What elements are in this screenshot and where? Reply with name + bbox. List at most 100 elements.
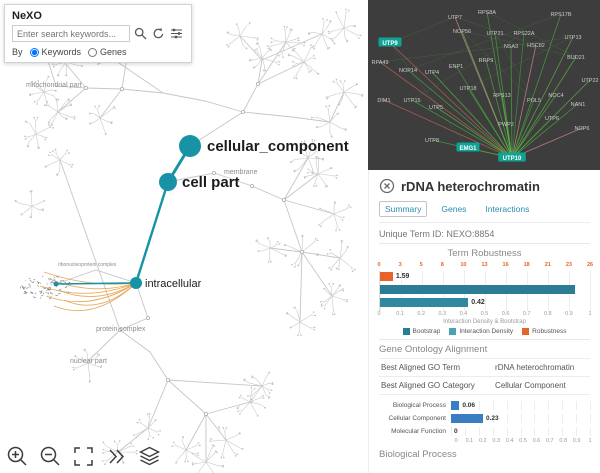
- tree-label: protein complex: [96, 326, 146, 333]
- tree-node-cell-part[interactable]: [159, 173, 177, 191]
- gene-label-RPS22A[interactable]: RPS22A: [513, 31, 534, 37]
- search-panel: NeXO By Keywords Genes: [4, 4, 192, 63]
- gene-label-NOP56[interactable]: NOP56: [453, 29, 471, 35]
- network-nodes: UTP7 RPS8A RPS17B UTP13 RPS22A UTP21 NOP56UTP9…: [371, 10, 598, 162]
- tree-node-intracellular[interactable]: [130, 277, 142, 289]
- gene-node-UTP9[interactable]: [378, 37, 402, 47]
- gene-label-NAN1[interactable]: NAN1: [571, 102, 586, 108]
- gene-label-EMG1[interactable]: EMG1: [459, 146, 477, 152]
- tree-label[interactable]: cell part: [182, 174, 240, 191]
- close-icon[interactable]: [379, 178, 395, 194]
- app-title: NeXO: [12, 10, 42, 22]
- tree-label: membrane: [224, 169, 258, 176]
- tree-node-cellular-component[interactable]: [179, 135, 201, 157]
- tree-branches: [14, 8, 364, 473]
- bar-bootstrap: [380, 284, 590, 295]
- search-icon[interactable]: [133, 26, 148, 41]
- gene-label-RRP9[interactable]: RRP9: [479, 58, 494, 64]
- rb-axis-label: Interaction Density & Bootstrap: [443, 319, 526, 325]
- tab-interactions[interactable]: Interactions: [485, 204, 530, 214]
- go-alignment-table: Best Aligned GO Term rDNA heterochromati…: [379, 358, 590, 395]
- gene-label-RPA49[interactable]: RPA49: [371, 60, 388, 66]
- legend-swatch-interaction-density: [449, 328, 457, 335]
- reset-icon[interactable]: [151, 26, 166, 41]
- gene-label-RPS8A[interactable]: RPS8A: [478, 10, 496, 16]
- by-label: By: [12, 47, 23, 57]
- unique-term-id: Unique Term ID: NEXO:8854: [379, 229, 495, 239]
- gene-label-NOP6[interactable]: NOP6: [575, 126, 590, 132]
- legend-robustness: Robustness: [522, 328, 567, 335]
- radio-keywords[interactable]: Keywords: [29, 47, 81, 57]
- search-input[interactable]: [12, 25, 130, 42]
- tree-label[interactable]: intracellular: [145, 278, 202, 290]
- go-term-value: rDNA heterochromatin: [493, 358, 590, 377]
- gene-label-ENP1[interactable]: ENP1: [449, 64, 463, 70]
- gene-label-BUD21[interactable]: BUD21: [567, 55, 585, 61]
- zoom-in-icon[interactable]: [6, 444, 30, 468]
- bar-interaction-density: 0.42: [380, 297, 590, 308]
- gene-label-UTP21[interactable]: UTP21: [486, 31, 503, 37]
- gene-node-UTP10[interactable]: [498, 152, 526, 162]
- table-row: Best Aligned GO Category Cellular Compon…: [379, 376, 590, 395]
- term-title: rDNA heterochromatin: [401, 178, 540, 194]
- bar-robustness: 1.59: [380, 271, 590, 282]
- layers-icon[interactable]: [138, 444, 162, 468]
- expand-nodes-icon[interactable]: [105, 444, 129, 468]
- gene-label-UTP18[interactable]: UTP18: [459, 86, 476, 92]
- tab-summary[interactable]: Summary: [379, 201, 428, 217]
- gene-label-UTP13[interactable]: UTP13: [564, 35, 581, 41]
- gene-label-DIM1[interactable]: DIM1: [377, 98, 390, 104]
- gene-label-UTP6[interactable]: UTP6: [545, 116, 559, 122]
- tree-label[interactable]: cellular_component: [207, 138, 349, 155]
- go-category-value: Cellular Component: [493, 376, 590, 395]
- fit-to-screen-icon[interactable]: [72, 444, 96, 468]
- gene-label-NOC4[interactable]: NOC4: [548, 93, 563, 99]
- legend-swatch-robustness: [522, 328, 530, 335]
- legend-interaction-density: Interaction Density: [449, 328, 513, 335]
- gene-label-PWP2[interactable]: PWP2: [498, 122, 514, 128]
- tree-label: ribonucleoprotein complex: [58, 262, 117, 268]
- rb-bars: 1.59 0.42: [379, 271, 591, 311]
- biological-process-heading: Biological Process: [379, 449, 457, 460]
- gene-label-RPS13[interactable]: RPS13: [493, 93, 510, 99]
- gene-label-POL5[interactable]: POL5: [527, 98, 541, 104]
- gene-label-UTP9[interactable]: UTP9: [382, 41, 398, 47]
- gene-label-UTP4[interactable]: UTP4: [425, 70, 439, 76]
- gene-label-UTP7[interactable]: UTP7: [448, 15, 462, 21]
- gene-label-NSA3[interactable]: NSA3: [504, 44, 518, 50]
- gene-network-canvas[interactable]: UTP7 RPS8A RPS17B UTP13 RPS22A UTP21 NOP56UTP9…: [368, 0, 600, 170]
- gene-label-HSC82[interactable]: HSC82: [527, 43, 545, 49]
- gene-label-RPS17B[interactable]: RPS17B: [550, 12, 571, 18]
- highlighted-path: [39, 145, 192, 312]
- detail-tabs: Summary Genes Interactions: [379, 201, 590, 223]
- legend-bootstrap: Bootstrap: [402, 328, 440, 335]
- go-category-label: Best Aligned GO Category: [379, 376, 494, 395]
- term-robustness-heading: Term Robustness: [447, 248, 522, 259]
- tab-genes[interactable]: Genes: [441, 204, 467, 214]
- radio-genes[interactable]: Genes: [88, 47, 127, 57]
- gene-label-UTP5[interactable]: UTP5: [429, 105, 443, 111]
- gene-label-NOP14[interactable]: NOP14: [399, 68, 417, 74]
- network-edges: [379, 11, 591, 159]
- legend-swatch-bootstrap: [402, 328, 410, 335]
- settings-icon[interactable]: [169, 26, 184, 41]
- chart-legend: Bootstrap Interaction Density Robustness: [379, 328, 590, 335]
- gene-label-UTP8[interactable]: UTP8: [425, 138, 439, 144]
- gene-label-UTP22[interactable]: UTP22: [581, 78, 598, 84]
- tree-label: mitochondrial part: [26, 82, 82, 89]
- gene-node-EMG1[interactable]: [456, 142, 480, 152]
- zoom-out-icon[interactable]: [39, 444, 63, 468]
- gene-label-UTP10[interactable]: UTP10: [503, 156, 522, 162]
- gene-label-UTP15[interactable]: UTP15: [403, 98, 420, 104]
